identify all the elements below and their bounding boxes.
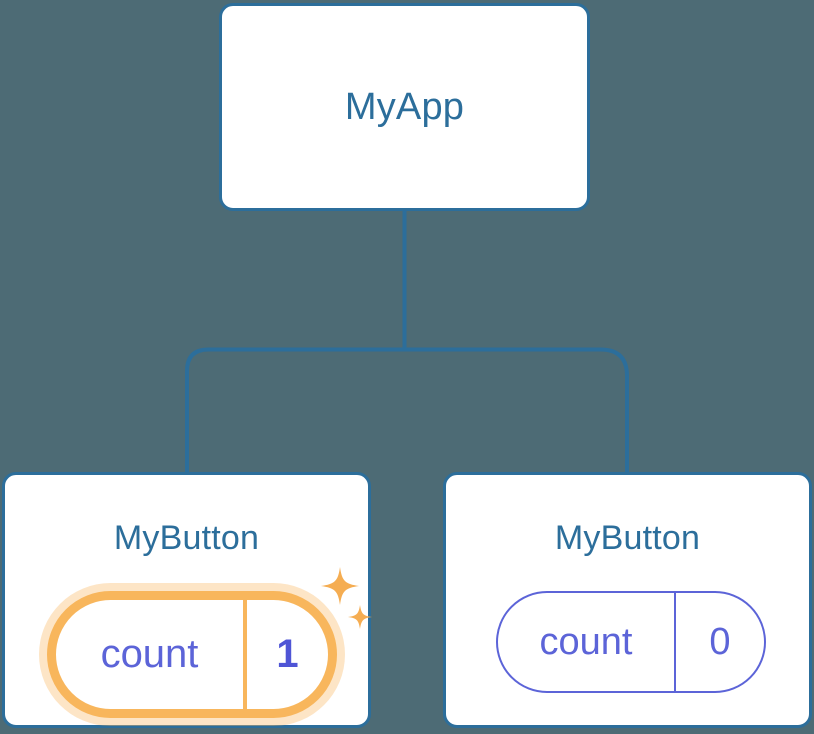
node-myapp[interactable]: MyApp — [219, 3, 590, 211]
state-pill-left-wrapper: count 1 — [47, 591, 337, 718]
sparkle-small-icon — [348, 605, 372, 629]
state-pill-left-key: count — [100, 632, 199, 676]
node-mybutton-right[interactable]: MyButton count 0 — [443, 472, 812, 728]
node-mybutton-left-label: MyButton — [113, 519, 260, 557]
state-pill-right-wrapper: count 0 — [496, 591, 766, 693]
state-pill-left[interactable]: count 1 — [47, 591, 337, 718]
node-mybutton-right-label: MyButton — [554, 519, 701, 557]
state-pill-right-value: 0 — [709, 620, 731, 663]
state-pill-right-key: count — [539, 620, 633, 663]
node-myapp-label: MyApp — [344, 85, 465, 128]
node-mybutton-left[interactable]: MyButton count 1 — [2, 472, 372, 728]
state-pill-left-divider — [243, 600, 247, 709]
connector-branch-bar — [185, 347, 629, 472]
state-pill-right[interactable]: count 0 — [496, 591, 766, 693]
state-pill-left-value: 1 — [276, 632, 299, 676]
state-pill-right-divider — [674, 593, 676, 691]
